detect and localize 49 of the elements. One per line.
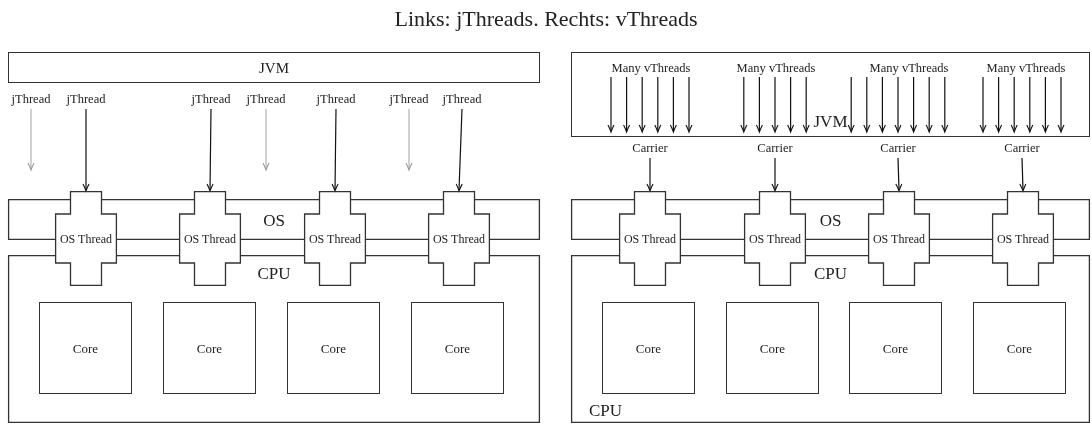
box-label: JVM <box>259 60 289 75</box>
box-label: Core <box>444 341 471 355</box>
core-box <box>973 302 1066 394</box>
box-label: OS <box>263 211 285 228</box>
thread-label: OS Thread <box>623 232 677 245</box>
thread-label: OS Thread <box>183 232 237 245</box>
thread-label: jThread <box>309 91 363 107</box>
diagram-title: Links: jThreads. Rechts: vThreads <box>393 6 699 32</box>
thread-label: Many vThreads <box>863 61 955 76</box>
core-box <box>849 302 942 394</box>
thread-label: OS Thread <box>432 232 486 245</box>
thread-label: Carrier <box>996 141 1048 156</box>
box-label: Core <box>320 341 347 355</box>
thread-label: Many vThreads <box>730 61 822 76</box>
thread-label: Carrier <box>749 141 801 156</box>
container-box <box>8 52 540 83</box>
core-box <box>411 302 504 394</box>
box-label: OS <box>819 211 842 228</box>
thread-label: OS Thread <box>872 232 926 245</box>
box-label: Core <box>759 341 786 355</box>
core-box <box>39 302 132 394</box>
thread-label: jThread <box>382 91 436 107</box>
box-label: Core <box>72 341 99 355</box>
thread-label: OS Thread <box>996 232 1050 245</box>
thread-label: OS Thread <box>748 232 802 245</box>
core-box <box>726 302 819 394</box>
box-label: Core <box>882 341 909 355</box>
thread-label: jThread <box>4 91 58 107</box>
box-label: CPU <box>589 402 623 419</box>
container-box <box>571 52 1090 137</box>
box-label: Core <box>1006 341 1033 355</box>
box-label: Core <box>196 341 223 355</box>
thread-label: jThread <box>59 91 113 107</box>
thread-label: Carrier <box>624 141 676 156</box>
box-label: JVM <box>813 113 848 130</box>
thread-label: OS Thread <box>59 232 113 245</box>
thread-label: Carrier <box>872 141 924 156</box>
thread-label: jThread <box>239 91 293 107</box>
thread-label: OS Thread <box>308 232 362 245</box>
thread-label: Many vThreads <box>980 61 1072 76</box>
core-box <box>602 302 695 394</box>
core-box <box>287 302 380 394</box>
core-box <box>163 302 256 394</box>
box-label: CPU <box>813 265 848 282</box>
box-label: Core <box>635 341 662 355</box>
thread-label: jThread <box>184 91 238 107</box>
box-label: CPU <box>257 265 291 282</box>
thread-label: jThread <box>435 91 489 107</box>
thread-label: Many vThreads <box>605 61 697 76</box>
